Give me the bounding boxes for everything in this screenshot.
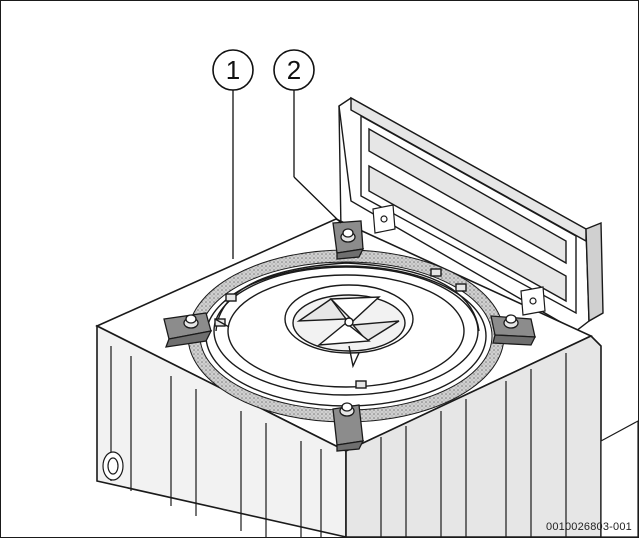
callout-1: 1 xyxy=(212,49,254,259)
callout-2-label: 2 xyxy=(287,55,301,85)
drain-port xyxy=(102,451,124,481)
clamp-front xyxy=(332,402,365,452)
clamp-left xyxy=(163,312,230,348)
clamp-right xyxy=(490,314,537,346)
callout-2-leader-diag xyxy=(293,176,342,224)
clamp-rear xyxy=(332,220,365,260)
callout-1-label: 1 xyxy=(226,55,240,85)
rear-clips xyxy=(372,204,546,316)
fan-inlet xyxy=(284,284,414,369)
rear-panel xyxy=(338,96,604,332)
right-edge xyxy=(600,420,638,537)
document-code: 0010026803-001 xyxy=(546,521,632,533)
callout-2: 2 xyxy=(273,49,342,224)
